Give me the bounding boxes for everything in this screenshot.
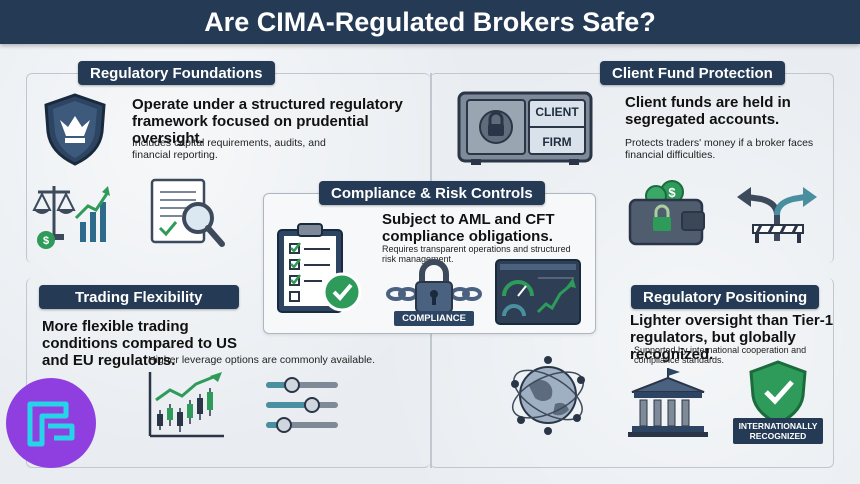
sliders-icon: [266, 377, 338, 433]
compliance-body: Requires transparent operations and stru…: [382, 244, 571, 264]
wallet-lock-icon: $: [628, 180, 705, 246]
safe-label-client: CLIENT: [535, 105, 579, 119]
regulatory-foundations-headline: Operate under a structured regulatory fr…: [132, 96, 403, 147]
checkmark-shield-icon: [749, 360, 807, 426]
client-fund-protection-headline: Client funds are held in segregated acco…: [625, 94, 791, 128]
regulatory-positioning-label: Regulatory Positioning: [631, 285, 820, 309]
regulatory-positioning-body: Supported by international cooperation a…: [634, 345, 807, 365]
brand-logo: [6, 378, 96, 468]
compliance-badge: COMPLIANCE: [394, 311, 474, 326]
bottom-right-frame: [430, 278, 834, 468]
trading-flexibility-label: Trading Flexibility: [39, 285, 239, 309]
compliance-label: Compliance & Risk Controls: [319, 181, 545, 205]
recognized-badge: INTERNATIONALLY RECOGNIZED: [733, 360, 823, 444]
compliance-headline: Subject to AML and CFT compliance obliga…: [382, 211, 555, 245]
padlock-chain-icon: COMPLIANCE: [386, 258, 482, 328]
regulatory-positioning-headline: Lighter oversight than Tier-1 regulators…: [630, 312, 834, 363]
bank-building-icon: [628, 368, 708, 437]
scales-chart-icon: $: [32, 186, 110, 249]
bottom-left-frame: [26, 278, 430, 468]
document-magnifier-icon: [150, 178, 225, 247]
safe-icon: CLIENT FIRM: [457, 91, 593, 167]
dashboard-icon: [495, 259, 581, 325]
globe-network-icon: [511, 356, 585, 435]
crown-shield-icon: [44, 93, 106, 166]
regulatory-foundations-body: Includes capital requirements, audits, a…: [132, 137, 326, 161]
client-fund-protection-label: Client Fund Protection: [600, 61, 785, 85]
svg-text:$: $: [43, 235, 49, 247]
trading-flexibility-headline: More flexible trading conditions compare…: [42, 318, 238, 369]
recognized-badge-label: INTERNATIONALLY RECOGNIZED: [733, 418, 823, 444]
brand-logo-icon: [27, 401, 75, 447]
client-fund-protection-body: Protects traders' money if a broker face…: [625, 137, 814, 161]
center-divider: [430, 73, 432, 193]
regulatory-foundations-label: Regulatory Foundations: [78, 61, 275, 85]
trading-flexibility-body: Higher leverage options are commonly ava…: [148, 354, 376, 366]
center-divider-bottom: [430, 334, 432, 468]
recognized-badge-line2: RECOGNIZED: [749, 431, 807, 441]
split-arrows-icon: [737, 187, 817, 243]
safe-label-firm: FIRM: [542, 135, 572, 149]
svg-text:$: $: [668, 185, 676, 200]
checklist-icon: [277, 223, 362, 313]
recognized-badge-line1: INTERNATIONALLY: [738, 421, 818, 431]
page-title: Are CIMA-Regulated Brokers Safe?: [0, 0, 860, 44]
candlestick-chart-icon: [148, 372, 224, 438]
